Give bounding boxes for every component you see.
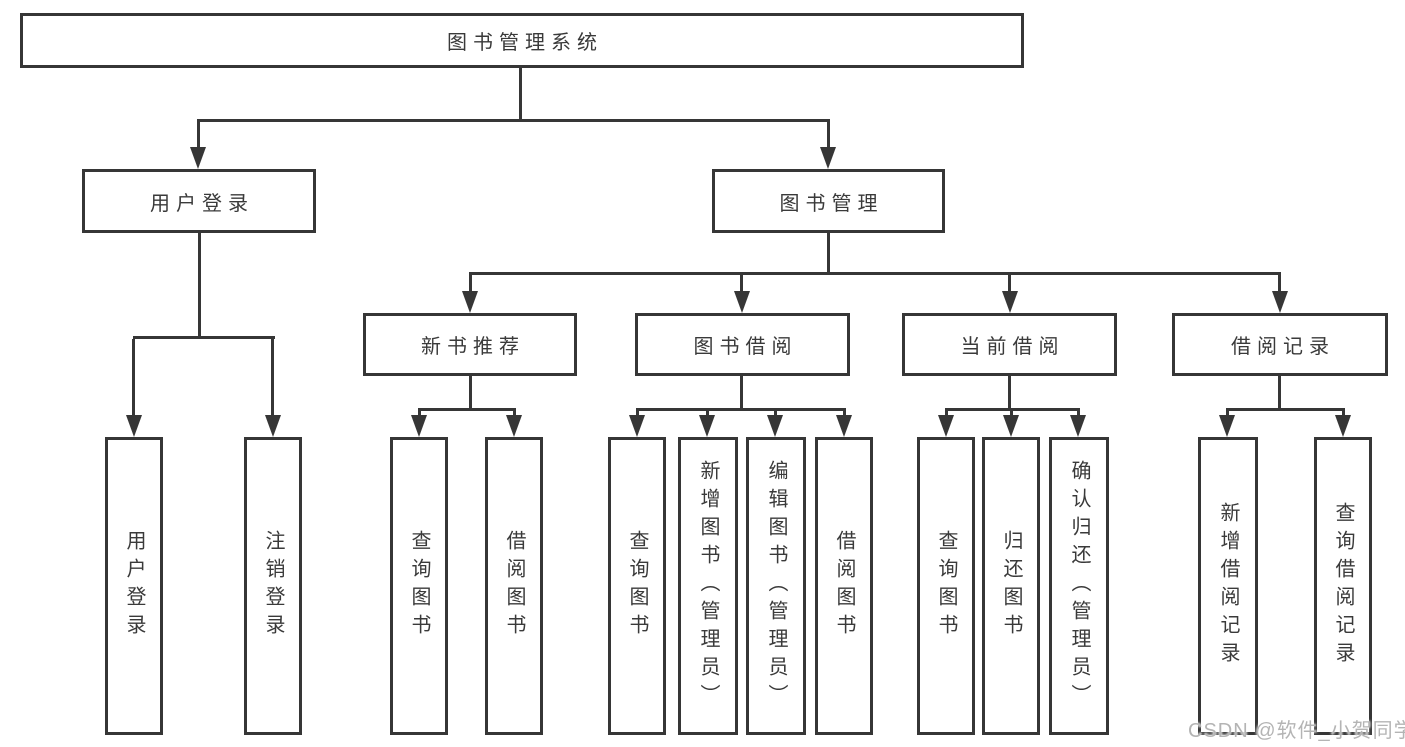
- arrow-down-icon: [629, 415, 645, 437]
- connector-line: [132, 339, 135, 415]
- connector-line: [740, 275, 743, 291]
- connector-line: [271, 339, 274, 415]
- watermark-text: CSDN @软件_小贺同学: [1188, 720, 1405, 742]
- connector-line: [418, 411, 421, 417]
- arrow-down-icon: [734, 291, 750, 313]
- leaf-label: 编辑图书（管理员）: [765, 460, 787, 712]
- connector-line: [133, 336, 275, 339]
- connector-line: [1278, 275, 1281, 291]
- connector-line: [636, 411, 639, 417]
- connector-line: [1008, 376, 1011, 411]
- leaf-confirm-return-admin: 确认归还（管理员）: [1049, 437, 1109, 735]
- connector-line: [827, 233, 830, 275]
- connector-line: [1342, 411, 1345, 417]
- arrow-down-icon: [506, 415, 522, 437]
- connector-line: [1010, 411, 1013, 417]
- leaf-label: 查询图书: [408, 530, 430, 642]
- leaf-return-book: 归还图书: [982, 437, 1040, 735]
- arrow-down-icon: [820, 147, 836, 169]
- arrow-down-icon: [1070, 415, 1086, 437]
- connector-line: [469, 275, 472, 291]
- leaf-label: 查询图书: [626, 530, 648, 642]
- connector-line: [1278, 376, 1281, 411]
- leaf-add-book-admin: 新增图书（管理员）: [678, 437, 738, 735]
- leaf-user-login: 用户登录: [105, 437, 163, 735]
- leaf-label: 借阅图书: [833, 530, 855, 642]
- connector-line: [706, 411, 709, 417]
- arrow-down-icon: [462, 291, 478, 313]
- connector-line: [636, 408, 846, 411]
- connector-line: [418, 408, 516, 411]
- node-book-borrow: 图书借阅: [635, 313, 850, 376]
- leaf-edit-book-admin: 编辑图书（管理员）: [746, 437, 806, 735]
- node-current-borrow: 当前借阅: [902, 313, 1117, 376]
- arrow-down-icon: [699, 415, 715, 437]
- arrow-down-icon: [938, 415, 954, 437]
- arrow-down-icon: [1272, 291, 1288, 313]
- connector-line: [198, 233, 201, 339]
- connector-line: [774, 411, 777, 417]
- leaf-label: 新增借阅记录: [1217, 502, 1239, 670]
- arrow-down-icon: [265, 415, 281, 437]
- leaf-label: 借阅图书: [503, 530, 525, 642]
- arrow-down-icon: [126, 415, 142, 437]
- connector-line: [197, 119, 830, 122]
- connector-line: [945, 408, 1080, 411]
- node-user-login: 用户登录: [82, 169, 316, 233]
- leaf-query-borrow-record: 查询借阅记录: [1314, 437, 1372, 735]
- connector-line: [843, 411, 846, 417]
- arrow-down-icon: [1003, 415, 1019, 437]
- leaf-borrow-books-2: 借阅图书: [815, 437, 873, 735]
- connector-line: [1077, 411, 1080, 417]
- leaf-label: 归还图书: [1000, 530, 1022, 642]
- connector-line: [740, 376, 743, 411]
- leaf-label: 注销登录: [262, 530, 284, 642]
- leaf-query-books-2: 查询图书: [608, 437, 666, 735]
- arrow-down-icon: [1002, 291, 1018, 313]
- arrow-down-icon: [411, 415, 427, 437]
- leaf-query-books-3: 查询图书: [917, 437, 975, 735]
- leaf-label: 确认归还（管理员）: [1068, 460, 1090, 712]
- connector-line: [1226, 411, 1229, 417]
- connector-line: [513, 411, 516, 417]
- arrow-down-icon: [190, 147, 206, 169]
- node-borrow-records: 借阅记录: [1172, 313, 1388, 376]
- connector-line: [469, 272, 1281, 275]
- leaf-label: 查询借阅记录: [1332, 502, 1354, 670]
- arrow-down-icon: [767, 415, 783, 437]
- leaf-borrow-books-1: 借阅图书: [485, 437, 543, 735]
- arrow-down-icon: [1335, 415, 1351, 437]
- node-new-book-recommend: 新书推荐: [363, 313, 577, 376]
- node-root: 图书管理系统: [20, 13, 1024, 68]
- leaf-label: 用户登录: [123, 530, 145, 642]
- connector-line: [945, 411, 948, 417]
- leaf-query-books-1: 查询图书: [390, 437, 448, 735]
- connector-line: [469, 376, 472, 411]
- node-book-management: 图书管理: [712, 169, 945, 233]
- connector-line: [1226, 408, 1345, 411]
- connector-line: [827, 122, 830, 147]
- leaf-label: 新增图书（管理员）: [697, 460, 719, 712]
- connector-line: [519, 68, 522, 122]
- connector-line: [197, 122, 200, 147]
- arrow-down-icon: [1219, 415, 1235, 437]
- connector-line: [1008, 275, 1011, 291]
- leaf-logout: 注销登录: [244, 437, 302, 735]
- leaf-add-borrow-record: 新增借阅记录: [1198, 437, 1258, 735]
- arrow-down-icon: [836, 415, 852, 437]
- leaf-label: 查询图书: [935, 530, 957, 642]
